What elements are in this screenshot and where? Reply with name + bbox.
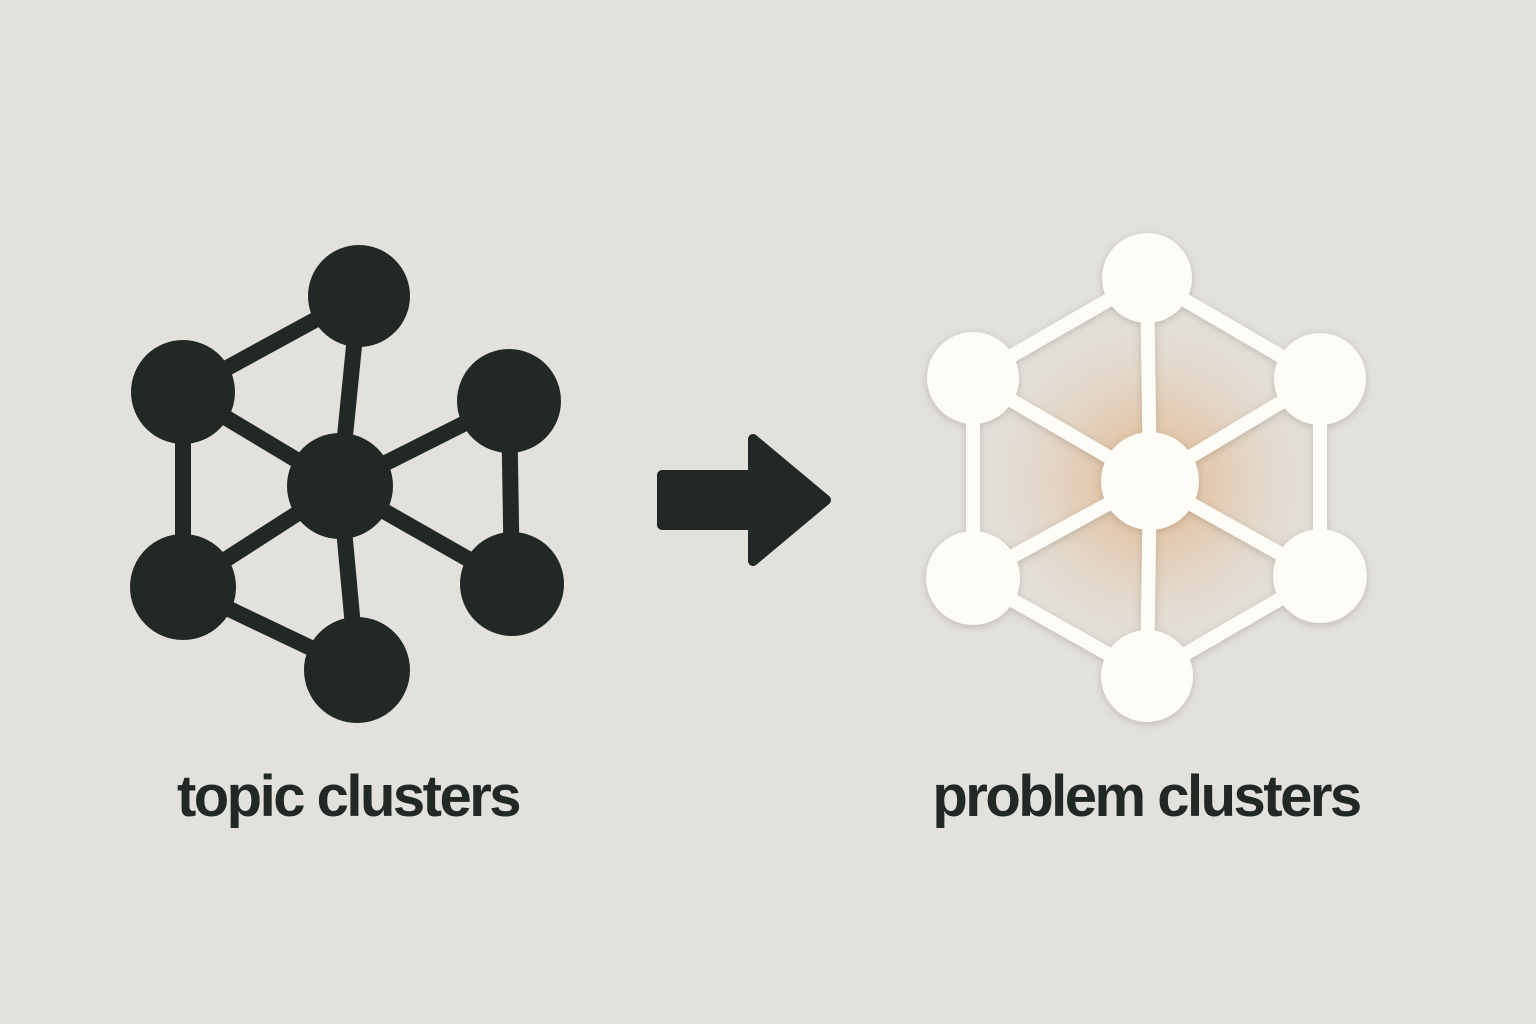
topic-clusters-label: topic clusters bbox=[176, 764, 522, 829]
topic-clusters-node-upper-left bbox=[131, 340, 235, 444]
topic-clusters-node-lower-left bbox=[130, 534, 236, 640]
problem-clusters-node-top bbox=[1102, 233, 1192, 323]
problem-clusters-node-upper-left bbox=[927, 332, 1019, 424]
right-arrow-icon bbox=[657, 434, 831, 566]
topic-clusters-icon bbox=[130, 245, 564, 723]
topic-clusters-node-lower-right bbox=[460, 532, 564, 636]
problem-clusters-node-lower-left bbox=[926, 531, 1020, 625]
topic-clusters-node-center bbox=[287, 433, 393, 539]
problem-clusters-node-lower-right bbox=[1273, 529, 1367, 623]
problem-clusters-node-center bbox=[1101, 432, 1199, 530]
topic-clusters-node-top bbox=[308, 245, 410, 347]
topic-clusters-node-bottom bbox=[304, 617, 410, 723]
problem-clusters-icon bbox=[926, 233, 1367, 722]
problem-clusters-node-upper-right bbox=[1274, 333, 1366, 425]
problem-clusters-node-bottom bbox=[1101, 630, 1193, 722]
topic-clusters-node-upper-right bbox=[457, 349, 561, 453]
problem-clusters-label: problem clusters bbox=[932, 764, 1362, 829]
